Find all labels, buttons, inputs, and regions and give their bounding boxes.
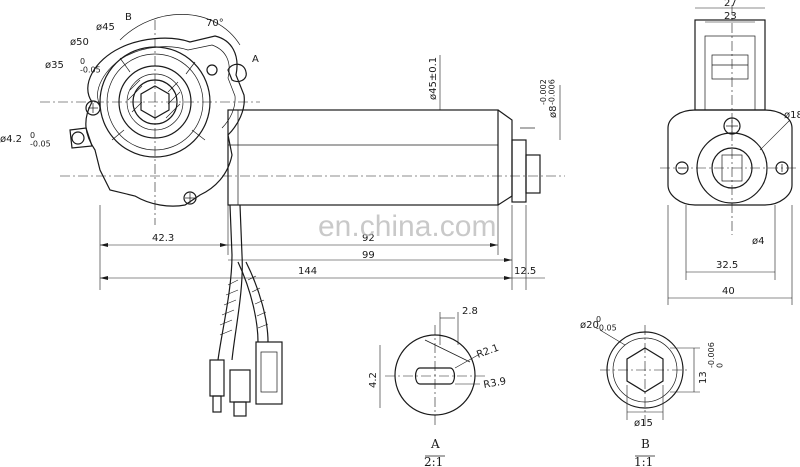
side-dimensions xyxy=(99,55,561,290)
dim-d50: ø50 xyxy=(70,37,89,48)
detail-a-label: A xyxy=(430,437,440,451)
dim-32-5: 32.5 xyxy=(716,260,738,271)
dim-d18: ø18 xyxy=(784,110,800,121)
dim-23: 23 xyxy=(724,11,737,22)
dim-d8-tol: -0.002-0.006 xyxy=(539,79,556,105)
dim-4-2: 4.2 xyxy=(368,372,379,388)
dim-12-5: 12.5 xyxy=(514,266,536,277)
dim-99: 99 xyxy=(362,250,375,261)
dim-92: 92 xyxy=(362,233,375,244)
dim-42-3: 42.3 xyxy=(152,233,174,244)
detail-b-scale: 1:1 xyxy=(634,455,653,467)
dim-dia-body: ø45±0.1 xyxy=(428,57,439,100)
gearbox xyxy=(69,14,247,207)
detail-a-scale: 2:1 xyxy=(424,455,443,467)
dim-144: 144 xyxy=(298,266,317,277)
label-b: B xyxy=(125,12,132,23)
dim-d4-2: ø4.2 xyxy=(0,134,22,145)
end-view xyxy=(660,5,798,305)
wire-harness xyxy=(209,204,283,417)
dim-d15: ø15 xyxy=(634,418,653,429)
dim-2-8: 2.8 xyxy=(462,306,478,317)
watermark: en.china.com xyxy=(318,210,496,243)
dim-13: 13 xyxy=(698,371,709,384)
motor-body xyxy=(227,109,541,206)
dim-27: 27 xyxy=(724,0,737,9)
detail-a xyxy=(379,312,485,457)
dim-d4: ø4 xyxy=(752,236,764,247)
dim-13-tol: -0.0060 xyxy=(707,342,724,368)
dim-r3-9: R3.9 xyxy=(483,376,507,391)
dim-angle: 70° xyxy=(206,18,224,29)
dim-40: 40 xyxy=(722,286,735,297)
dim-d8: ø8 xyxy=(548,106,559,118)
detail-b-label: B xyxy=(641,437,650,451)
dim-r2-1: R2.1 xyxy=(475,343,500,361)
dim-d20: ø20 xyxy=(580,320,599,331)
dim-d35-tol: 0-0.05 xyxy=(80,57,101,74)
label-a: A xyxy=(252,54,259,65)
dim-d45: ø45 xyxy=(96,22,115,33)
dim-d35: ø35 xyxy=(45,60,64,71)
dim-d4-2-tol: 0-0.05 xyxy=(30,131,51,148)
detail-b xyxy=(599,325,700,457)
dim-d20-tol: 0-0.05 xyxy=(596,315,617,332)
